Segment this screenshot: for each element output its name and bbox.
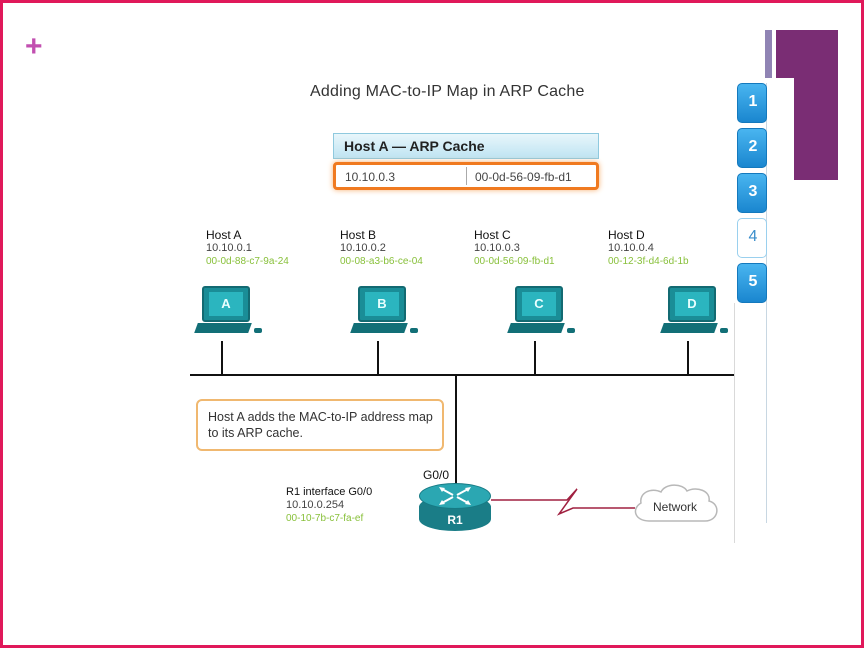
arp-cache-panel: Host A — ARP Cache 10.10.0.3 00-0d-56-09… (333, 133, 599, 193)
host-name: Host C (474, 228, 511, 242)
mouse-icon (254, 328, 262, 333)
step-number: 4 (748, 228, 758, 245)
decor-notch (776, 78, 794, 180)
arp-cache-entry: 10.10.0.3 00-0d-56-09-fb-d1 (333, 162, 599, 190)
router-port-label: G0/0 (423, 468, 450, 482)
step-number: 3 (748, 183, 758, 200)
arp-entry-mac: 00-0d-56-09-fb-d1 (475, 170, 572, 184)
step-description: Host A adds the MAC-to-IP address map to… (208, 410, 433, 440)
mouse-icon (410, 328, 418, 333)
host-ip: 10.10.0.1 (206, 242, 252, 254)
host-d-computer-icon: D (660, 286, 728, 341)
step-button-3[interactable]: 3 (737, 173, 767, 213)
divider-line (734, 303, 735, 543)
step-number: 2 (748, 138, 758, 155)
router-icon: R1 (419, 483, 491, 533)
network-cloud-label: Network (652, 500, 697, 514)
host-mac: 00-0d-88-c7-9a-24 (206, 256, 289, 267)
monitor-icon: D (668, 286, 716, 322)
lan-bus-line (190, 374, 734, 376)
keyboard-icon (507, 323, 565, 333)
diagram-title: Adding MAC-to-IP Map in ARP Cache (310, 83, 585, 100)
host-a-link (221, 341, 223, 375)
host-mac: 00-12-3f-d4-6d-1b (608, 256, 689, 267)
step-button-2[interactable]: 2 (737, 128, 767, 168)
router-ip: 10.10.0.254 (286, 499, 345, 511)
host-a-label: Host A 10.10.0.1 00-0d-88-c7-9a-24 (206, 229, 289, 268)
keyboard-icon (194, 323, 252, 333)
step-button-5[interactable]: 5 (737, 263, 767, 303)
plus-icon: + (25, 30, 43, 63)
router-link (455, 375, 457, 485)
monitor-icon: B (358, 286, 406, 322)
host-c-label: Host C 10.10.0.3 00-0d-56-09-fb-d1 (474, 229, 555, 268)
wan-link-and-cloud (491, 484, 718, 522)
router-interface-label: R1 interface G0/0 10.10.0.254 00-10-7b-c… (286, 486, 372, 525)
host-b-link (377, 341, 379, 375)
host-mac: 00-0d-56-09-fb-d1 (474, 256, 555, 267)
host-d-label: Host D 10.10.0.4 00-12-3f-d4-6d-1b (608, 229, 689, 268)
host-b-label: Host B 10.10.0.2 00-08-a3-b6-ce-04 (340, 229, 423, 268)
host-ip: 10.10.0.2 (340, 242, 386, 254)
step-description-box: Host A adds the MAC-to-IP address map to… (196, 399, 444, 451)
host-letter: A (221, 296, 231, 311)
step-button-1[interactable]: 1 (737, 83, 767, 123)
arp-cache-header: Host A — ARP Cache (333, 133, 599, 159)
step-button-4-active[interactable]: 4 (737, 218, 767, 258)
host-a-computer-icon: A (194, 286, 262, 341)
step-number: 1 (748, 93, 758, 110)
arp-cache-title: Host A — ARP Cache (344, 138, 485, 154)
decor-bar (765, 30, 772, 78)
arp-entry-divider (466, 167, 467, 185)
host-letter: C (534, 296, 544, 311)
router-mac: 00-10-7b-c7-fa-ef (286, 513, 364, 524)
router-interface-title: R1 interface G0/0 (286, 486, 373, 498)
monitor-icon: C (515, 286, 563, 322)
host-c-link (534, 341, 536, 375)
keyboard-icon (350, 323, 408, 333)
step-number: 5 (748, 273, 758, 290)
host-b-computer-icon: B (350, 286, 418, 341)
host-d-link (687, 341, 689, 375)
step-rail (766, 83, 767, 523)
monitor-icon: A (202, 286, 250, 322)
mouse-icon (720, 328, 728, 333)
host-mac: 00-08-a3-b6-ce-04 (340, 256, 423, 267)
router-arrows-icon (439, 487, 471, 505)
host-c-computer-icon: C (507, 286, 575, 341)
keyboard-icon (660, 323, 718, 333)
host-ip: 10.10.0.4 (608, 242, 654, 254)
serial-link-icon (491, 488, 635, 516)
arp-entry-ip: 10.10.0.3 (345, 170, 396, 184)
host-name: Host D (608, 228, 645, 242)
host-name: Host A (206, 228, 242, 242)
router-name: R1 (447, 513, 463, 527)
mouse-icon (567, 328, 575, 333)
network-cloud-icon (634, 484, 718, 522)
host-letter: D (687, 296, 697, 311)
host-letter: B (377, 296, 387, 311)
host-ip: 10.10.0.3 (474, 242, 520, 254)
host-name: Host B (340, 228, 377, 242)
